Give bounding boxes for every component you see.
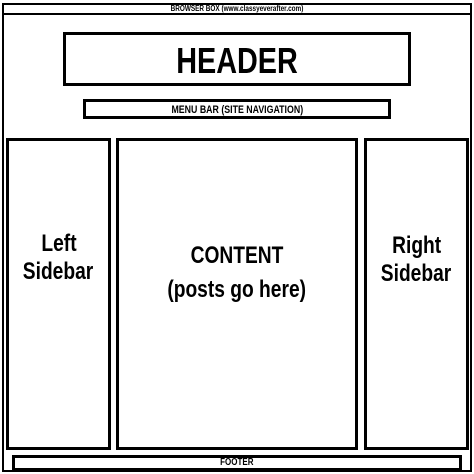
menu-bar-region: MENU BAR (SITE NAVIGATION) <box>83 99 391 119</box>
left-sidebar-region: Left Sidebar <box>6 138 111 450</box>
right-sidebar-region: Right Sidebar <box>364 138 469 450</box>
right-sidebar-label: Right Sidebar <box>381 232 452 287</box>
header-label: HEADER <box>176 40 298 81</box>
left-sidebar-label: Left Sidebar <box>23 230 94 285</box>
content-label: CONTENT (posts go here) <box>167 242 307 303</box>
menu-bar-label: MENU BAR (SITE NAVIGATION) <box>171 104 303 116</box>
browser-box-title: BROWSER BOX (www.classyeverafter.com) <box>170 4 304 13</box>
content-region: CONTENT (posts go here) <box>116 138 358 450</box>
footer-region: FOOTER <box>12 455 462 471</box>
header-region: HEADER <box>63 32 411 86</box>
browser-title-bar: BROWSER BOX (www.classyeverafter.com) <box>2 3 472 15</box>
footer-label: FOOTER <box>220 457 254 468</box>
